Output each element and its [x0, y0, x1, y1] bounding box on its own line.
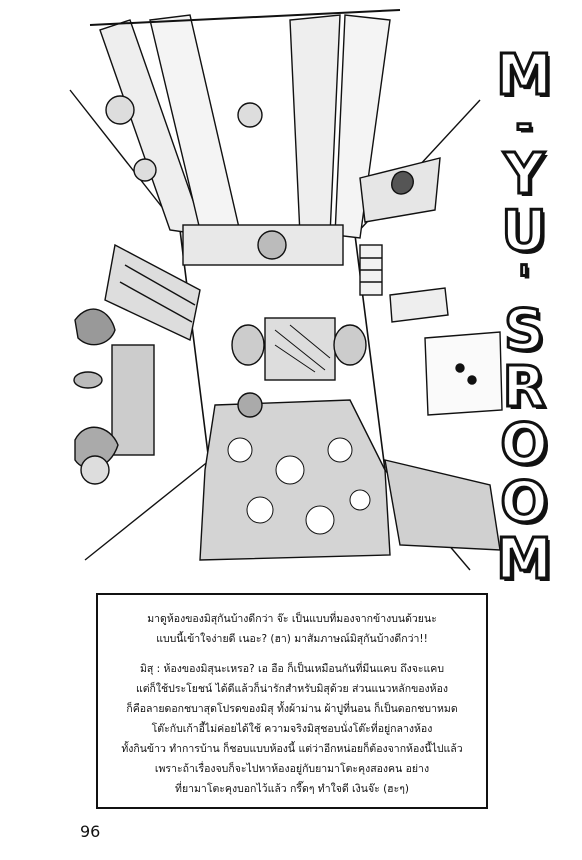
title-letter: M [495, 526, 554, 592]
plant-left [74, 308, 116, 346]
text-line: มาดูห้องของมิสุกันบ้างดีกว่า จ๊ะ เป็นแบบ… [147, 613, 437, 625]
cushion [231, 324, 265, 366]
title-letter: S [502, 297, 545, 363]
text-line: โต๊ะกับเก้าอี้ไม่ค่อยได้ใช้ ความจริงมิสุ… [151, 723, 433, 735]
bookshelf [104, 243, 201, 342]
title-letter: Y [502, 141, 546, 207]
globe [257, 230, 287, 260]
text-line: แบบนี้เข้าใจง่ายดี เนอะ? (ฮา) มาสัมภาษณ์… [156, 633, 428, 645]
window [389, 287, 449, 323]
center-table [264, 317, 336, 381]
interview-text-box: มาดูห้องของมิสุกันบ้างดีกว่า จ๊ะ เป็นแบบ… [96, 593, 488, 809]
title-letter: ' [516, 258, 531, 305]
title-letter: O [499, 412, 550, 478]
text-line: ทั้งกินข้าว ทำการบ้าน ก็ชอบแบบห้องนี้ แต… [121, 743, 463, 755]
pillow [237, 392, 263, 418]
right-cabinet [384, 459, 501, 551]
text-line: เพราะถ้าเรื่องจบก็จะไปหาห้องอยู่กับยามาโ… [154, 763, 430, 775]
curtain-right-2 [334, 14, 391, 239]
cushion [333, 324, 367, 366]
text-line: ที่ยามาโตะคุงบอกไว้แล้ว กรี๊ดๆ ทำใจดี เง… [175, 783, 409, 795]
page-number: 96 [80, 822, 101, 841]
doll [105, 95, 135, 125]
doll [80, 455, 110, 485]
text-line: ก็คือลายดอกชบาสุดโปรดของมิสุ ทั้งผ้าม่าน… [126, 703, 458, 715]
title-letter: U [500, 198, 549, 264]
title-letter: M [495, 43, 554, 108]
door [424, 331, 503, 416]
curtain-right [289, 14, 341, 236]
title-letter: R [501, 354, 547, 420]
plate [73, 371, 103, 389]
room-wall-line [84, 459, 211, 561]
title-letter: O [499, 469, 550, 535]
text-line: มิสุ : ห้องของมิสุนะเหรอ? เอ อือ ก็เป็นเ… [140, 663, 444, 675]
doll [133, 158, 157, 182]
title-letter: - [514, 102, 534, 149]
box-left [111, 344, 155, 456]
room-illustration [69, 9, 503, 571]
doll [237, 102, 263, 128]
text-line: แต่ก็ใช้ประโยชน์ ได้ดีแล้วก็น่ารักสำหรับ… [135, 683, 449, 695]
curtain-rod [89, 9, 401, 26]
room-title: M - Y U ' S R O O M [478, 43, 570, 592]
